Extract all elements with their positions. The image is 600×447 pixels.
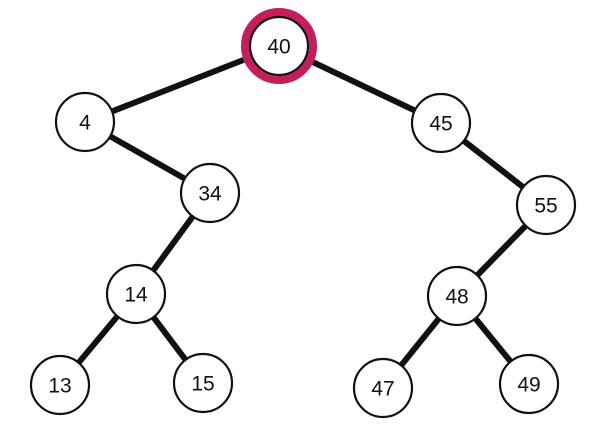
tree-node-48[interactable]: 48 bbox=[426, 265, 488, 327]
tree-edge-40-45 bbox=[312, 59, 417, 114]
tree-node-15[interactable]: 15 bbox=[172, 352, 234, 414]
node-circle-49[interactable] bbox=[498, 353, 560, 415]
node-label-40: 40 bbox=[267, 36, 290, 59]
edge-layer bbox=[76, 57, 528, 368]
node-label-47: 47 bbox=[371, 378, 394, 401]
tree-edge-34-14 bbox=[150, 214, 196, 273]
tree-edge-48-47 bbox=[398, 316, 442, 368]
tree-edge-55-48 bbox=[475, 223, 528, 278]
tree-edge-4-34 bbox=[108, 133, 187, 182]
node-label-34: 34 bbox=[198, 183, 222, 206]
tree-node-4[interactable]: 4 bbox=[54, 91, 116, 153]
tree-edge-14-15 bbox=[151, 315, 188, 362]
node-circle-47[interactable] bbox=[352, 357, 414, 419]
tree-edge-45-55 bbox=[462, 138, 525, 190]
node-circle-14[interactable] bbox=[105, 263, 167, 325]
tree-edge-40-4 bbox=[110, 57, 245, 115]
node-label-45: 45 bbox=[429, 113, 452, 136]
node-circle-40[interactable] bbox=[248, 15, 310, 77]
tree-node-13[interactable]: 13 bbox=[29, 354, 91, 416]
tree-node-34[interactable]: 34 bbox=[179, 162, 241, 224]
node-circle-15[interactable] bbox=[172, 352, 234, 414]
tree-node-49[interactable]: 49 bbox=[498, 353, 560, 415]
node-circle-45[interactable] bbox=[410, 92, 472, 154]
node-circle-4[interactable] bbox=[54, 91, 116, 153]
node-label-55: 55 bbox=[534, 195, 557, 218]
node-label-15: 15 bbox=[191, 373, 214, 396]
tree-node-55[interactable]: 55 bbox=[515, 174, 577, 236]
tree-node-40[interactable]: 40 bbox=[241, 8, 317, 84]
node-circle-55[interactable] bbox=[515, 174, 577, 236]
node-label-48: 48 bbox=[445, 286, 468, 309]
node-circle-48[interactable] bbox=[426, 265, 488, 327]
tree-node-45[interactable]: 45 bbox=[410, 92, 472, 154]
tree-edge-14-13 bbox=[76, 314, 120, 365]
node-highlight-ring-40 bbox=[241, 8, 317, 84]
tree-node-14[interactable]: 14 bbox=[105, 263, 167, 325]
tree-node-47[interactable]: 47 bbox=[352, 357, 414, 419]
node-label-4: 4 bbox=[79, 112, 91, 135]
node-circle-34[interactable] bbox=[179, 162, 241, 224]
node-layer: 40 4 45 34 55 14 48 13 15 47 49 bbox=[29, 8, 577, 419]
node-label-13: 13 bbox=[48, 375, 71, 398]
node-circle-13[interactable] bbox=[29, 354, 91, 416]
node-label-49: 49 bbox=[517, 374, 540, 397]
tree-edge-48-49 bbox=[473, 316, 513, 364]
node-label-14: 14 bbox=[124, 284, 148, 307]
